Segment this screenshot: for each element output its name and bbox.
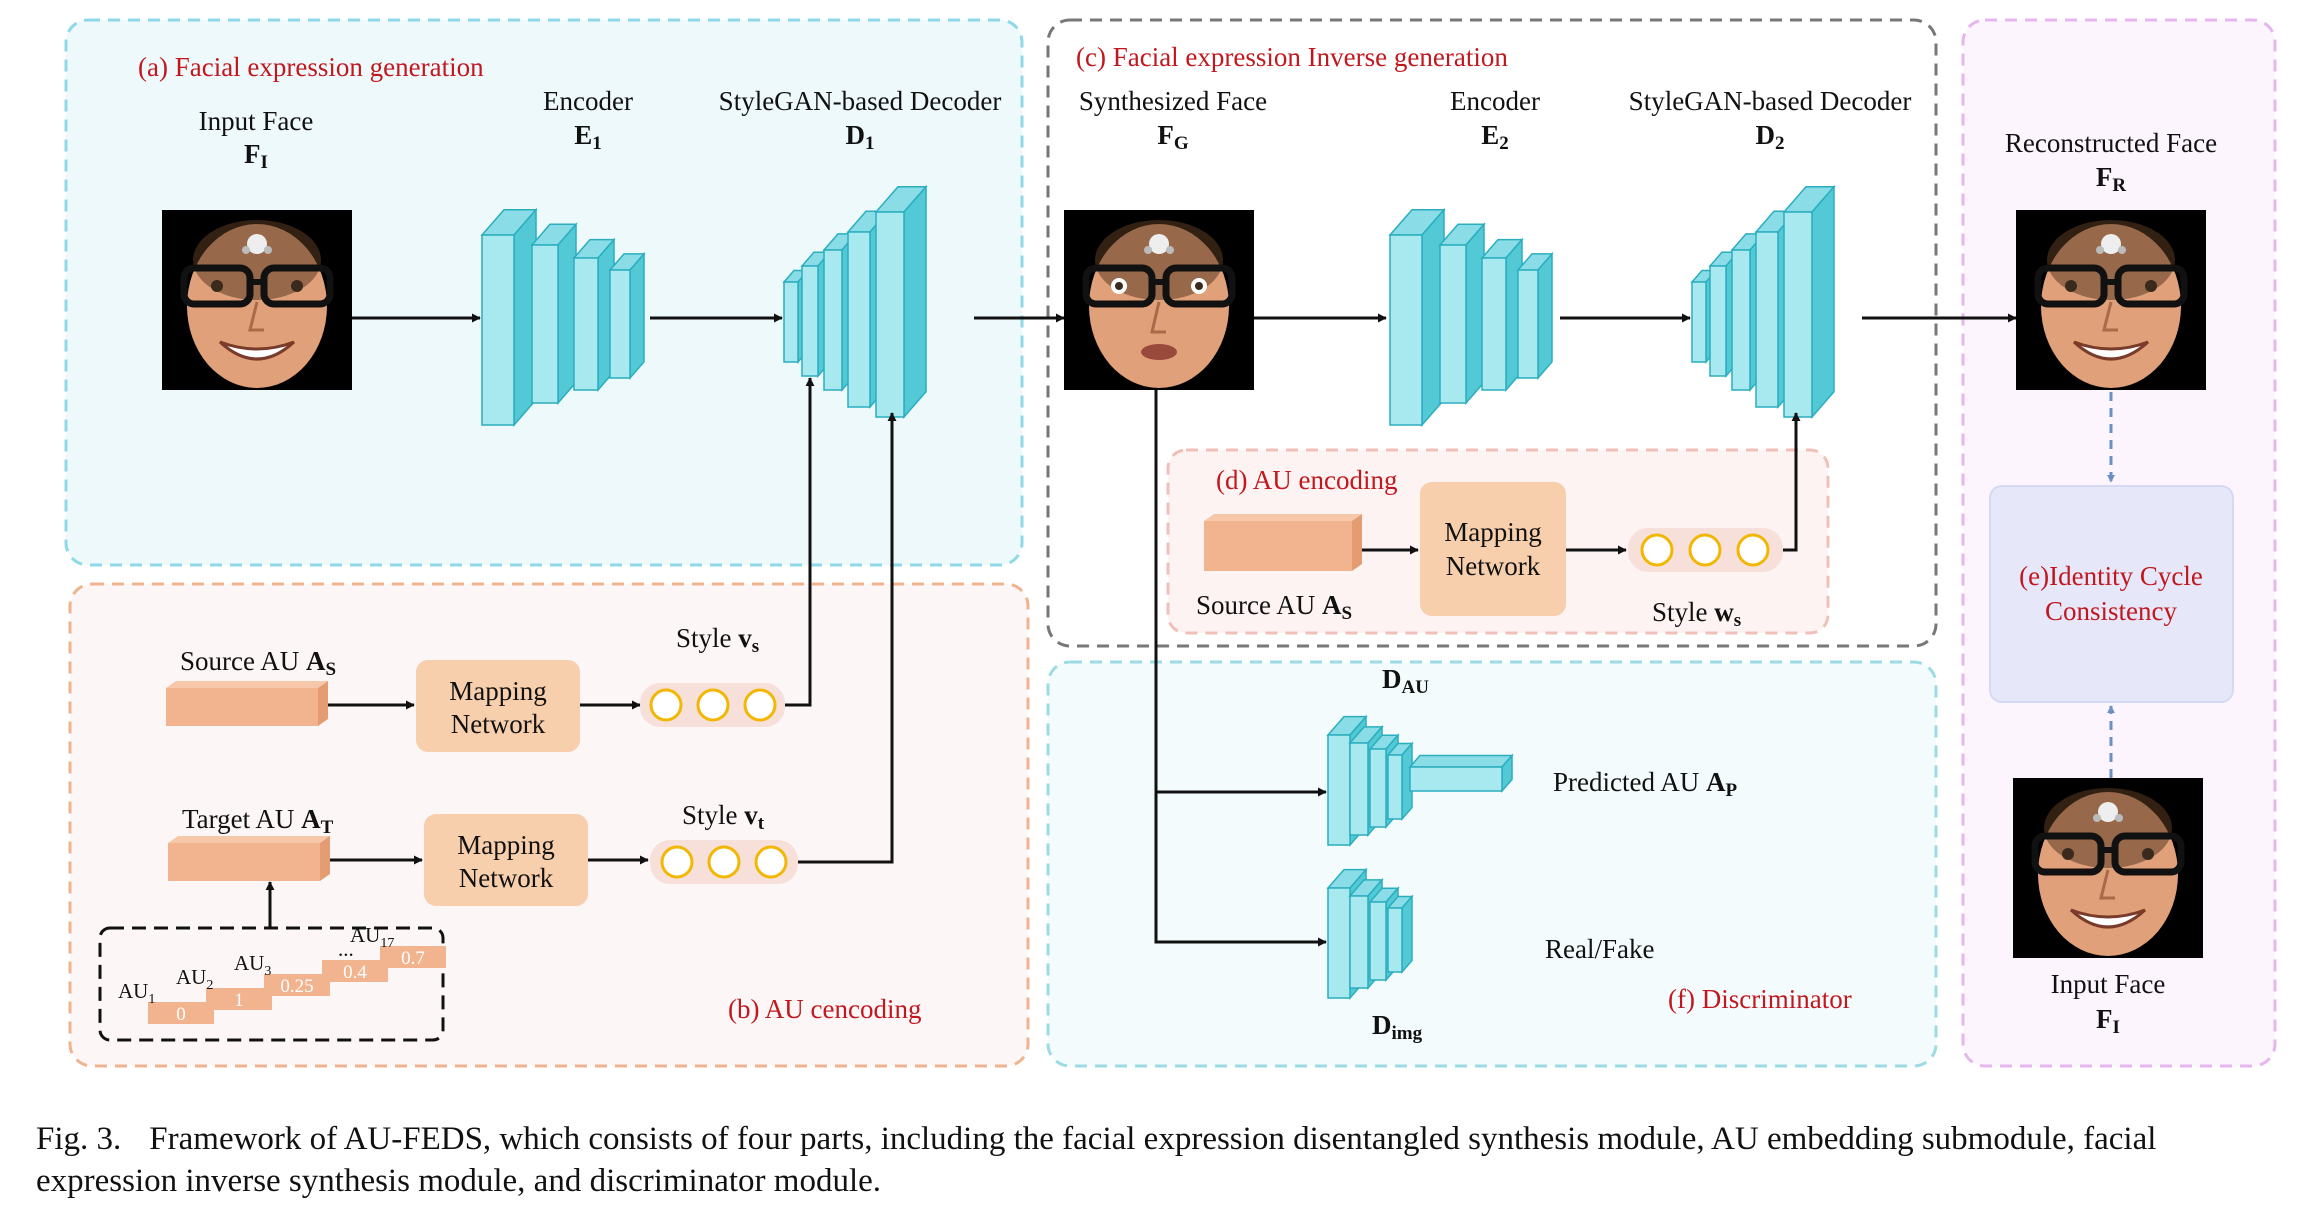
encoder1-symbol: E1 (574, 120, 602, 154)
au-name-label-3: AU3 (234, 951, 271, 979)
caption-text: Framework of AU-FEDS, which consists of … (36, 1121, 2157, 1199)
input-face2-symbol: FI (2096, 1004, 2120, 1038)
decoder1-layer-5 (874, 184, 928, 420)
recon-face-symbol: FR (2096, 162, 2127, 196)
au-vector-steps: 0 AU1 1 AU2 0.25 AU3 0.4... 0.7 AU17 (118, 923, 446, 1025)
section-b-title: (b) AU cencoding (728, 994, 921, 1024)
style-vt-vector (650, 840, 798, 884)
svg-text:Network: Network (451, 709, 546, 739)
svg-text:Mapping: Mapping (1444, 517, 1542, 547)
svg-text:Mapping: Mapping (457, 830, 555, 860)
predicted-au-label: Predicted AU AP (1553, 767, 1737, 801)
encoder2-layer-1 (1388, 207, 1446, 428)
svg-text:Network: Network (459, 863, 554, 893)
section-f-title: (f) Discriminator (1668, 984, 1852, 1014)
source-au-block-b (166, 681, 328, 726)
decoder2-layer-5 (1782, 184, 1836, 420)
figure-caption: Fig. 3.Framework of AU-FEDS, which consi… (36, 1118, 2296, 1202)
synthesized-face-image (1064, 210, 1254, 390)
style-vs-vector (640, 683, 785, 727)
decoder2-label: StyleGAN-based Decoder (1629, 86, 1912, 116)
input-face-symbol: FI (244, 139, 268, 173)
section-d-title: (d) AU encoding (1216, 465, 1397, 495)
encoder2-symbol: E2 (1481, 120, 1509, 154)
svg-text:Mapping: Mapping (449, 676, 547, 706)
au-value-bar-2 (206, 988, 272, 1010)
mapping-network-source-b: Mapping Network (416, 660, 580, 752)
identity-cycle-box (1989, 485, 2234, 703)
decoder1-symbol: D1 (846, 120, 875, 154)
au-name-label-1: AU1 (118, 979, 155, 1007)
network-layers (480, 184, 1836, 1001)
encoder2-layer-4 (1516, 251, 1554, 381)
recon-face-label: Reconstructed Face (2005, 128, 2217, 158)
section-a-title: (a) Facial expression generation (138, 52, 484, 82)
target-au-b-label: Target AU AT (182, 804, 334, 838)
style-vt-label: Style vt (682, 800, 765, 834)
figure-number: Fig. 3. (36, 1121, 122, 1157)
source-au-b-label: Source AU AS (180, 646, 336, 680)
synth-face-label: Synthesized Face (1079, 86, 1267, 116)
au-value-label-4: 0.4 (343, 962, 367, 983)
input-face-image (162, 210, 352, 390)
au-value-bar-3 (264, 974, 330, 996)
au-vector-box (98, 926, 445, 1042)
reconstructed-face-image (2016, 210, 2206, 390)
au-value-label-5: 0.7 (401, 948, 425, 969)
au-value-label-1: 0 (176, 1004, 186, 1025)
input-face2-label: Input Face (2051, 969, 2166, 999)
au-value-bar-1 (148, 1002, 214, 1024)
au-value-bar-5 (380, 946, 446, 968)
encoder1-layer-1 (480, 207, 538, 428)
d-img-symbol: Dimg (1372, 1010, 1423, 1044)
d-img-layer-4 (1386, 894, 1414, 975)
synth-face-symbol: FG (1157, 120, 1189, 154)
input-face-image-2 (2013, 778, 2203, 958)
au-value-label-3: 0.25 (280, 976, 313, 997)
au-value-bar-4 (322, 960, 388, 982)
section-e-title-line2: Consistency (2045, 596, 2177, 626)
main-flow-arrows (265, 313, 2017, 947)
au-name-label-4: ... (338, 937, 354, 961)
source-au-block-d (1204, 514, 1362, 571)
decoder2-symbol: D2 (1756, 120, 1785, 154)
encoder1-layer-2 (530, 222, 578, 406)
mapping-network-d: Mapping Network (1420, 482, 1566, 616)
framework-diagram: (a) Facial expression generation (b) AU … (64, 18, 2277, 1068)
au-name-label-2: AU2 (176, 965, 213, 993)
au-value-label-2: 1 (234, 990, 244, 1011)
encoder2-layer-2 (1438, 222, 1486, 406)
mapping-network-target-b: Mapping Network (424, 814, 588, 906)
svg-text:Network: Network (1446, 551, 1541, 581)
style-vs-label: Style vs (676, 623, 759, 657)
au-name-label-5: AU17 (350, 923, 394, 951)
panel-discriminator (1046, 660, 1938, 1068)
decoder1-label: StyleGAN-based Decoder (719, 86, 1002, 116)
encoder1-layer-3 (572, 237, 616, 393)
encoder1-label: Encoder (543, 86, 633, 116)
style-ws-vector (1628, 528, 1783, 572)
input-face-label: Input Face (199, 106, 314, 136)
source-au-d-label: Source AU AS (1196, 590, 1352, 624)
real-fake-label: Real/Fake (1545, 934, 1654, 964)
section-e-title-line1: (e)Identity Cycle (2019, 561, 2203, 591)
section-c-title: (c) Facial expression Inverse generation (1076, 42, 1508, 72)
d-au-output-layer (1408, 753, 1514, 794)
d-au-symbol: DAU (1382, 664, 1429, 698)
encoder2-label: Encoder (1450, 86, 1540, 116)
d-au-layer-4 (1386, 741, 1414, 822)
encoder1-layer-4 (608, 251, 646, 381)
style-ws-label: Style ws (1652, 597, 1741, 631)
target-au-block-b (168, 836, 330, 881)
encoder2-layer-3 (1480, 237, 1524, 393)
